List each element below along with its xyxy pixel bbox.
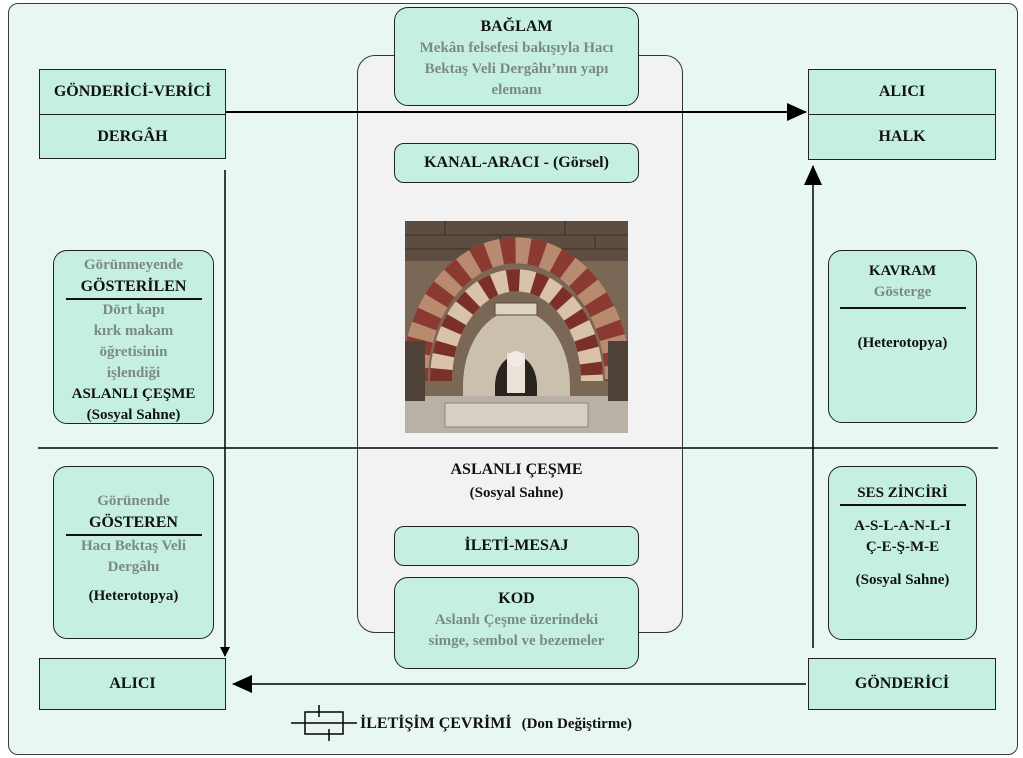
sound-chain-line2: Ç-E-Ş-M-E <box>865 539 940 555</box>
sound-chain-line1: A-S-L-A-N-L-I <box>854 518 951 534</box>
signifier-line3: Hacı Bektaş Veli <box>80 538 186 554</box>
sender-top-title: GÖNDERİCİ-VERİCİ <box>40 70 225 115</box>
center-caption: ASLANLI ÇEŞME (Sosyal Sahne) <box>394 459 639 504</box>
signifier-line4: Dergâhı <box>107 559 160 575</box>
receiver-top-value: HALK <box>878 128 926 145</box>
center-caption-line1: ASLANLI ÇEŞME <box>450 461 583 478</box>
signified-box: Görünmeyende GÖSTERİLEN Dört kapı kırk m… <box>53 250 214 424</box>
receiver-top-box: ALICI HALK <box>808 69 996 160</box>
receiver-bottom-label: ALICI <box>109 675 156 692</box>
signified-line1: Görünmeyende <box>83 257 184 273</box>
message-label: İLETİ-MESAJ <box>464 537 569 554</box>
concept-subtitle: Gösterge <box>873 284 932 300</box>
signified-line8: (Sosyal Sahne) <box>86 407 181 423</box>
code-title: KOD <box>498 590 535 607</box>
channel-label: KANAL-ARACI - (Görsel) <box>424 154 609 171</box>
context-title: BAĞLAM <box>480 18 553 35</box>
receiver-top-title: ALICI <box>809 70 995 115</box>
lion-fountain-photo <box>405 221 628 433</box>
receiver-bottom-box: ALICI <box>39 658 226 710</box>
signifier-line1: Görünende <box>97 493 170 509</box>
sound-chain-box: SES ZİNCİRİ A-S-L-A-N-L-I Ç-E-Ş-M-E (Sos… <box>828 466 977 640</box>
center-caption-line2: (Sosyal Sahne) <box>469 485 564 501</box>
concept-divider <box>839 307 966 309</box>
sender-top-value: DERGÂH <box>97 128 168 145</box>
concept-title: KAVRAM <box>868 263 937 279</box>
code-box: KOD Aslanlı Çeşme üzerindeki simge, semb… <box>394 577 639 669</box>
sender-bottom-box: GÖNDERİCİ <box>808 658 996 710</box>
context-text: Mekân felsefesi bakışıyla Hacı Bektaş Ve… <box>419 40 614 98</box>
legend-note: (Don Değiştirme) <box>521 716 632 732</box>
signifier-line2: GÖSTEREN <box>65 512 202 536</box>
concept-box: KAVRAM Gösterge (Heterotopya) <box>828 250 977 423</box>
sound-chain-line3: (Sosyal Sahne) <box>855 572 950 588</box>
legend: İLETİŞİM ÇEVRİMİ (Don Değiştirme) <box>360 713 632 735</box>
signifier-line5: (Heterotopya) <box>88 588 179 604</box>
signified-line7: ASLANLI ÇEŞME <box>71 386 196 402</box>
signified-line6: işlendiği <box>106 365 161 381</box>
signifier-box: Görünende GÖSTEREN Hacı Bektaş Veli Derg… <box>53 466 214 639</box>
context-box: BAĞLAM Mekân felsefesi bakışıyla Hacı Be… <box>394 7 639 106</box>
sound-chain-title: SES ZİNCİRİ <box>839 483 966 506</box>
channel-box: KANAL-ARACI - (Görsel) <box>394 143 639 183</box>
code-line2: simge, sembol ve bezemeler <box>428 633 605 649</box>
concept-value: (Heterotopya) <box>857 335 948 351</box>
sender-bottom-label: GÖNDERİCİ <box>854 675 950 692</box>
code-line1: Aslanlı Çeşme üzerindeki <box>434 612 599 628</box>
signified-line2: GÖSTERİLEN <box>65 276 202 300</box>
signified-line3: Dört kapı <box>102 302 165 318</box>
message-box: İLETİ-MESAJ <box>394 526 639 566</box>
sender-top-box: GÖNDERİCİ-VERİCİ DERGÂH <box>39 69 226 159</box>
signified-line5: öğretisinin <box>99 344 168 360</box>
signified-line4: kırk makam <box>93 323 174 339</box>
legend-label: İLETİŞİM ÇEVRİMİ <box>360 715 512 732</box>
